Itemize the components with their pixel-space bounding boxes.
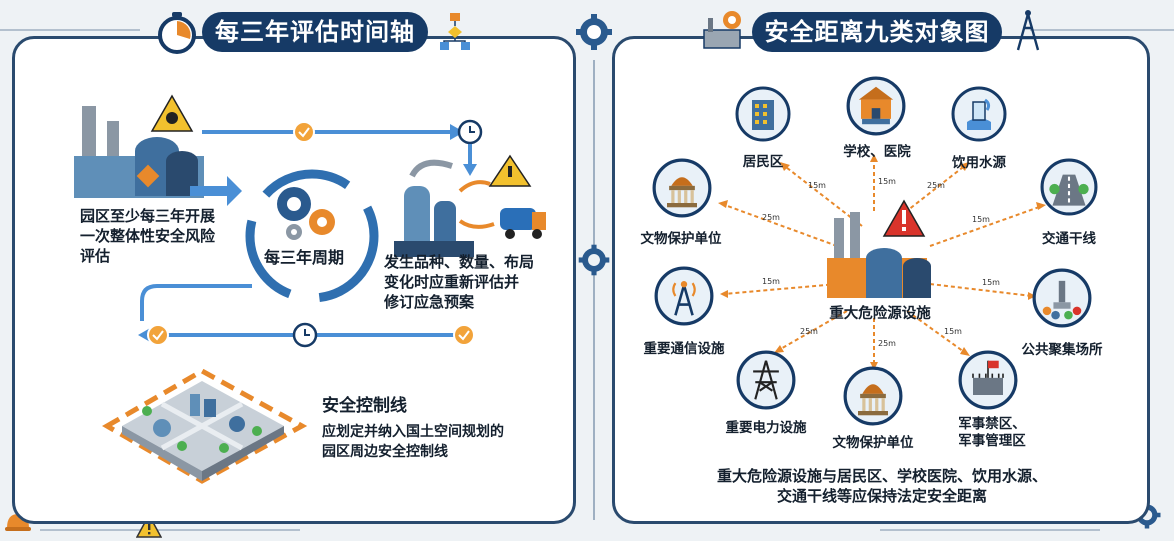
gear-icon (578, 244, 610, 276)
stopwatch-icon (158, 12, 196, 54)
object-label-power: 重要电力设施 (725, 420, 807, 436)
object-label-school-hospital: 学校、医院 (843, 144, 911, 160)
distance-label: 15m (878, 177, 896, 186)
telecom-tower-icon (654, 266, 714, 326)
distance-label: 15m (808, 181, 826, 190)
object-label-public: 公共聚集场所 (1021, 342, 1103, 358)
text-line: 发生品种、数量、布局 (384, 253, 535, 271)
water-source-icon (951, 86, 1007, 142)
safety-distance-summary: 重大危险源设施与居民区、学校医院、饮用水源、 交通干线等应保持法定安全距离 (632, 466, 1132, 506)
safety-control-zone-illustration (102, 368, 308, 484)
center-facility-label: 重大危险源设施 (829, 306, 931, 322)
military-zone-icon (958, 350, 1018, 410)
object-label-telecom: 重要通信设施 (643, 341, 725, 357)
text-line: 园区至少每三年开展 (80, 207, 216, 225)
distance-label: 25m (878, 339, 896, 348)
residential-building-icon (735, 86, 791, 142)
text-line: 修订应急预案 (384, 293, 475, 311)
text-line: 军事禁区、 (958, 416, 1026, 432)
distance-label: 25m (762, 213, 780, 222)
cycle-label: 每三年周期 (264, 248, 345, 267)
reassessment-text: 发生品种、数量、布局 变化时应重新评估并 修订应急预案 (384, 252, 534, 312)
flowchart-icon (440, 13, 470, 50)
gear-icon (576, 14, 612, 50)
public-square-icon (1032, 268, 1092, 328)
safety-distance-diagram: 15m 15m 25m 25m 15m 15m 15m 25m 25m 15m (718, 154, 1046, 370)
text-line: 应划定并纳入国土空间规划的 (322, 424, 504, 440)
highway-icon (1040, 158, 1098, 216)
distance-label: 15m (944, 327, 962, 336)
object-label-heritage-left: 文物保护单位 (640, 231, 722, 247)
timeline-panel (12, 36, 576, 524)
distance-label: 25m (927, 181, 945, 190)
object-label-residential: 居民区 (742, 154, 784, 170)
warning-icon (136, 514, 162, 538)
timeline-title: 每三年评估时间轴 (202, 12, 428, 52)
distance-label: 25m (800, 327, 818, 336)
process-plant-illustration (394, 154, 546, 257)
timeline-diagram (74, 94, 546, 484)
text-line: 评估 (80, 247, 111, 265)
text-line: 变化时应重新评估并 (384, 273, 520, 291)
distance-label: 15m (762, 277, 780, 286)
chemical-plant-illustration (74, 94, 242, 206)
text-line: 一次整体性安全风险 (80, 227, 216, 245)
distance-label: 15m (982, 278, 1000, 287)
text-line: 军事管理区 (958, 433, 1026, 449)
object-label-military: 军事禁区、 军事管理区 (944, 416, 1040, 450)
assessment-requirement-text: 园区至少每三年开展 一次整体性安全风险 评估 (80, 206, 215, 266)
major-hazard-facility-illustration (827, 199, 931, 298)
tower-icon (1016, 10, 1040, 51)
cycle-gears (277, 187, 335, 240)
heritage-building-icon (652, 158, 712, 218)
power-pylon-icon (736, 350, 796, 410)
text-line: 重大危险源设施与居民区、学校医院、饮用水源、 (716, 467, 1047, 485)
object-label-heritage-bottom: 文物保护单位 (832, 435, 914, 451)
distance-label: 15m (972, 215, 990, 224)
text-line: 交通干线等应保持法定安全距离 (776, 487, 987, 505)
control-line-text: 应划定并纳入国土空间规划的 园区周边安全控制线 (322, 422, 504, 462)
text-line: 园区周边安全控制线 (322, 444, 448, 460)
heritage-dome-icon (843, 366, 903, 426)
object-label-water: 饮用水源 (952, 155, 1006, 171)
object-label-traffic: 交通干线 (1042, 231, 1096, 247)
school-icon (846, 76, 906, 136)
control-line-title: 安全控制线 (322, 396, 407, 416)
factory-gear-icon (703, 11, 741, 49)
safety-distance-title: 安全距离九类对象图 (752, 12, 1002, 52)
